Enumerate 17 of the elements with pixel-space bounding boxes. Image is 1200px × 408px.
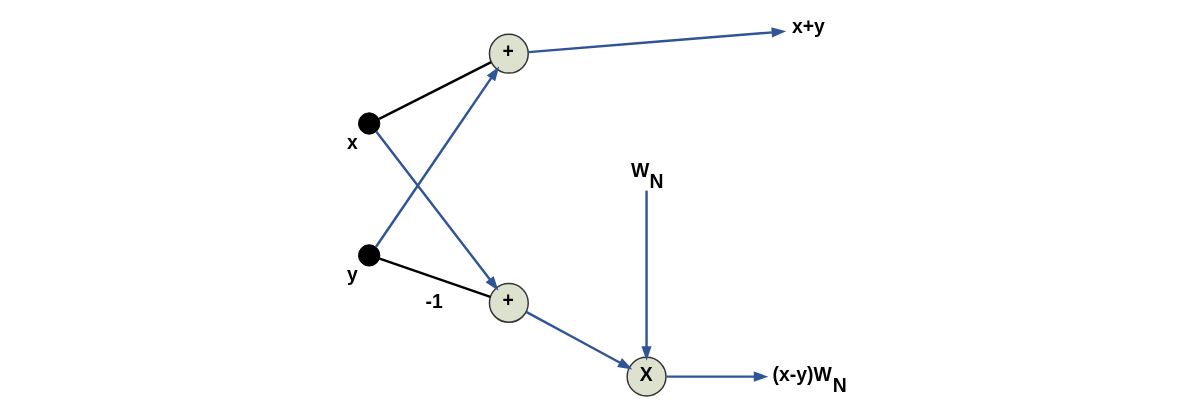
arrow	[525, 310, 633, 370]
node-circle	[358, 244, 381, 267]
arrow	[375, 130, 499, 291]
node-circle: +	[488, 33, 529, 74]
connector	[379, 257, 491, 299]
arrow	[666, 371, 769, 382]
arrow	[528, 27, 787, 54]
node-circle: X	[626, 356, 667, 397]
node-label: y	[346, 262, 358, 285]
node-circle	[358, 112, 381, 135]
node-label: x	[346, 130, 358, 153]
arrow	[641, 190, 652, 361]
node-circle: +	[488, 282, 529, 324]
edge-label: -1	[425, 289, 443, 312]
node-text: x+y	[792, 15, 825, 38]
connector	[378, 61, 492, 120]
arrow	[374, 66, 500, 248]
